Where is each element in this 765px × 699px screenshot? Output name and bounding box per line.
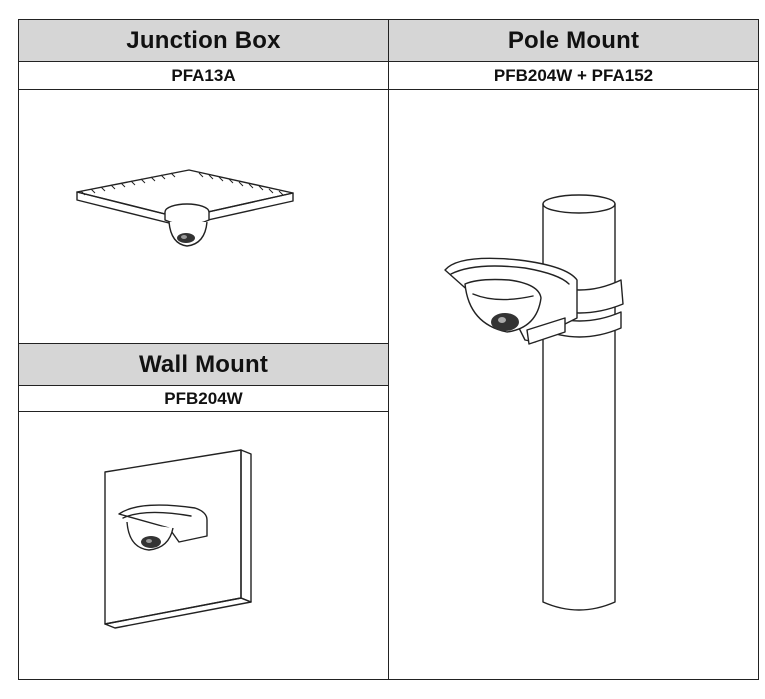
pole-mount-illustration: [444, 194, 624, 611]
wall-mount-illustration: [104, 449, 252, 629]
pole-mount-model-row: PFB204W + PFA152: [388, 61, 759, 90]
junction-box-illustration-cell: [18, 89, 389, 344]
wall-mount-title: Wall Mount: [138, 350, 269, 378]
junction-box-illustration: [76, 169, 294, 247]
pole-mount-illustration-cell: [388, 89, 759, 680]
wall-mount-header: Wall Mount: [18, 343, 389, 386]
junction-box-header: Junction Box: [18, 19, 389, 62]
pole-mount-model: PFB204W + PFA152: [493, 65, 654, 85]
junction-box-model-row: PFA13A: [18, 61, 389, 90]
junction-box-model: PFA13A: [171, 65, 236, 85]
wall-mount-illustration-cell: [18, 411, 389, 680]
pole-mount-title: Pole Mount: [507, 26, 640, 54]
wall-mount-model: PFB204W: [164, 388, 243, 408]
pole-mount-header: Pole Mount: [388, 19, 759, 62]
junction-box-title: Junction Box: [126, 26, 281, 54]
wall-mount-model-row: PFB204W: [18, 385, 389, 412]
